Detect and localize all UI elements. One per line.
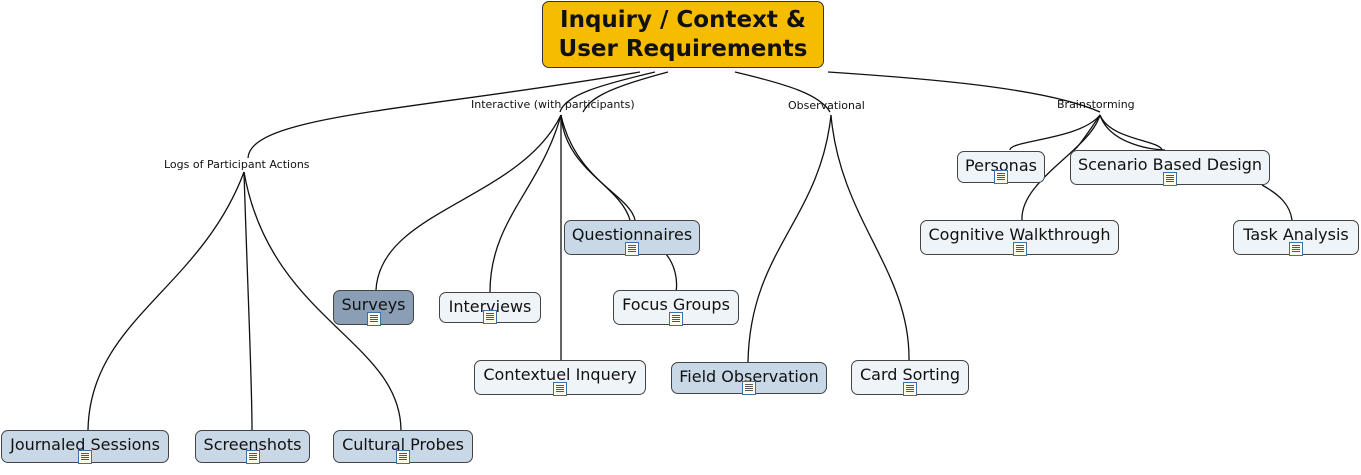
note-icon[interactable]	[625, 242, 639, 256]
root-title-line1: Inquiry / Context &	[560, 6, 806, 33]
node-label: Task Analysis	[1243, 225, 1349, 244]
note-icon[interactable]	[78, 450, 92, 464]
node-field-observation[interactable]: Field Observation	[671, 362, 827, 395]
node-label: Scenario Based Design	[1077, 155, 1263, 174]
node-surveys[interactable]: Surveys	[333, 290, 414, 326]
note-icon[interactable]	[396, 450, 410, 464]
node-contextuel-inquery[interactable]: Contextuel Inquery	[474, 360, 646, 396]
node-label: Cognitive Walkthrough	[928, 225, 1111, 244]
node-cultural-probes[interactable]: Cultural Probes	[333, 430, 473, 464]
node-focus-groups[interactable]: Focus Groups	[613, 290, 739, 326]
note-icon[interactable]	[366, 312, 381, 326]
node-label: Contextuel Inquery	[483, 365, 637, 384]
node-journaled-sessions[interactable]: Journaled Sessions	[1, 430, 169, 464]
note-icon[interactable]	[903, 382, 917, 396]
node-personas[interactable]: Personas	[957, 151, 1045, 184]
note-icon[interactable]	[245, 450, 260, 464]
node-cognitive-walkthrough[interactable]: Cognitive Walkthrough	[920, 220, 1119, 256]
node-label: Interviews	[448, 297, 532, 316]
node-card-sorting[interactable]: Card Sorting	[851, 360, 969, 396]
category-logs[interactable]: Logs of Participant Actions	[164, 158, 310, 171]
note-icon[interactable]	[1289, 242, 1303, 256]
node-questionnaires[interactable]: Questionnaires	[564, 220, 700, 256]
node-label: Journaled Sessions	[10, 435, 160, 454]
node-label: Screenshots	[203, 435, 302, 454]
note-icon[interactable]	[1163, 172, 1177, 186]
node-label: Cultural Probes	[342, 435, 464, 454]
note-icon[interactable]	[742, 381, 756, 395]
node-label: Focus Groups	[622, 295, 730, 314]
note-icon[interactable]	[553, 382, 567, 396]
node-scenario-based-design[interactable]: Scenario Based Design	[1070, 150, 1270, 186]
category-interactive[interactable]: Interactive (with participants)	[471, 98, 635, 111]
note-icon[interactable]	[483, 310, 497, 324]
root-topic[interactable]: Inquiry / Context &User Requirements	[542, 1, 824, 68]
node-task-analysis[interactable]: Task Analysis	[1233, 220, 1359, 256]
category-observational[interactable]: Observational	[788, 99, 865, 112]
node-screenshots[interactable]: Screenshots	[195, 430, 310, 464]
note-icon[interactable]	[1012, 242, 1027, 256]
root-title-line2: User Requirements	[558, 35, 808, 62]
node-label: Questionnaires	[571, 225, 693, 244]
category-brainstorming[interactable]: Brainstorming	[1057, 98, 1135, 111]
note-icon[interactable]	[994, 170, 1008, 184]
node-interviews[interactable]: Interviews	[439, 292, 541, 324]
node-label: Surveys	[341, 295, 406, 314]
node-label: Personas	[965, 156, 1037, 175]
node-label: Field Observation	[679, 367, 819, 386]
note-icon[interactable]	[669, 312, 683, 326]
node-label: Card Sorting	[859, 365, 961, 384]
